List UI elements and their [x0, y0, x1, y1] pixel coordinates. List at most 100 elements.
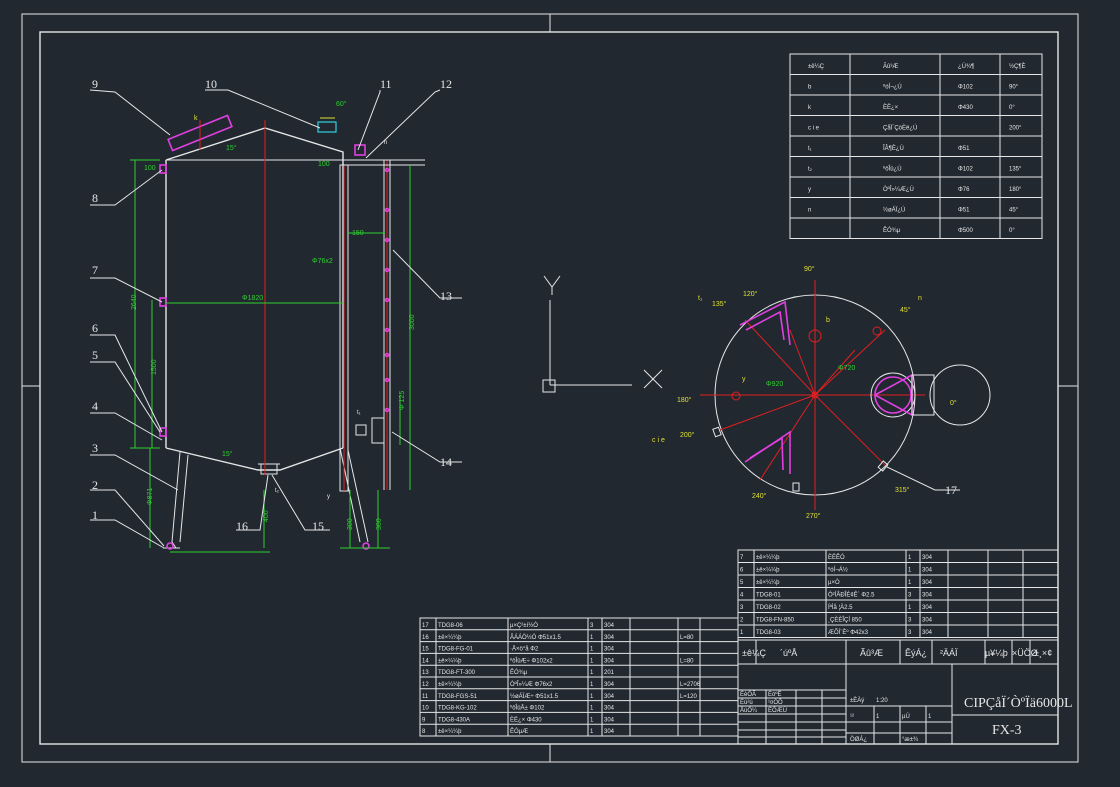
parts-left-cell-3-0: 14: [422, 658, 429, 664]
label-t1-elev: t₁: [357, 410, 361, 416]
title-col-header-1: ´úºÅ: [780, 648, 797, 658]
nozzle-cell-5-0: y: [808, 187, 811, 193]
parts-left-cell-7-0: 10: [422, 706, 429, 712]
nozzle-cell-7-3: 0°: [1009, 228, 1015, 234]
parts-left-cell-6-3: 1: [590, 694, 594, 700]
title-cell-12: ÖØÁ¿: [850, 736, 867, 743]
plan-angle-180: 180°: [677, 396, 692, 404]
balloon-8: 8: [92, 191, 98, 205]
nozzle-cell-6-0: n: [808, 208, 811, 214]
parts-left-cell-3-5: L=80: [680, 658, 694, 664]
nozzle-cell-0-1: ºóÍ¬¿Ú: [883, 84, 902, 91]
dim-150: 150: [352, 230, 364, 237]
parts-right-cell-1-0: 6: [740, 568, 744, 574]
parts-left-cell-2-4: 304: [604, 647, 615, 653]
parts-left-cell-6-4: 304: [604, 694, 615, 700]
parts-right-cell-2-1: ±ê×¼¼þ: [756, 580, 780, 586]
nozzle-cell-6-1: ½øÁÏ¿Ú: [883, 207, 905, 214]
balloon-14: 14: [440, 455, 452, 469]
dim-300: 300: [376, 518, 383, 530]
nozzle-header-1: Ãû³Æ: [883, 63, 898, 70]
plan-angle-240: 240°: [752, 492, 767, 500]
title-col-header-2: Ãû³Æ: [860, 648, 883, 658]
title-cell-9: 1: [876, 714, 880, 720]
title-cell-3: ¹¤ÒÕ: [768, 699, 783, 706]
title-col-header-7: ±¸×¢: [1034, 648, 1052, 658]
nozzle-cell-7-2: Φ500: [958, 228, 973, 234]
parts-right-cell-5-3: 3: [908, 618, 912, 624]
nozzle-cell-2-3: 200°: [1009, 126, 1022, 132]
balloon-6: 6: [92, 321, 98, 335]
balloon-5: 5: [92, 348, 98, 362]
title-cell-2: Éú²ú: [740, 699, 753, 706]
nozzle-cell-6-2: Φ51: [958, 208, 970, 214]
plan-angle-270: 270°: [806, 512, 821, 520]
parts-left-cell-1-1: ±ê×¼¼þ: [438, 635, 462, 641]
balloon-17: 17: [945, 483, 957, 497]
parts-left-cell-4-1: TDG8-FT-300: [438, 670, 476, 676]
label-n-elev: n: [384, 140, 387, 146]
nozzle-cell-4-0: t₂: [808, 167, 813, 173]
title-cell-13: °æ±¾: [902, 737, 919, 743]
title-col-header-3: ÊýÁ¿: [905, 648, 927, 658]
plan-label-y: y: [742, 376, 746, 383]
dim-top-100: 100: [144, 165, 156, 172]
nozzle-cell-3-1: ÎÂ¶È¿Ú: [882, 145, 904, 152]
parts-left-cell-7-1: TDG8-KG-102: [438, 706, 477, 712]
title-cell-0: ÉèÖÃ: [740, 691, 756, 698]
parts-left-cell-9-0: 8: [422, 729, 426, 735]
balloon-9: 9: [92, 77, 98, 91]
parts-left-cell-7-2: ºôÎüÃ± Φ102: [510, 705, 545, 712]
parts-left-cell-1-5: L=80: [680, 635, 694, 641]
drawing-name: CIPÇåÏ´ÒºÏä6000L: [964, 694, 1073, 711]
parts-right-cell-5-0: 2: [740, 618, 744, 624]
parts-right-cell-2-4: 304: [922, 580, 933, 586]
parts-left-cell-0-1: TDG8-06: [438, 623, 463, 629]
parts-left-cell-1-0: 16: [422, 635, 429, 641]
nozzle-cell-4-1: ºôÎü¿Ú: [883, 166, 902, 173]
nozzle-cell-1-3: 0°: [1009, 105, 1015, 111]
parts-right-cell-3-0: 4: [740, 593, 744, 599]
parts-left-cell-1-2: ÂÁÁÖ½Ó Φ51x1.5: [510, 634, 561, 641]
elevation-view: Φ1820 Φ76x2 100 100 15° 60° 15° 150 2640…: [130, 100, 425, 553]
parts-left-cell-4-0: 13: [422, 670, 429, 676]
nozzle-cell-0-0: b: [808, 85, 812, 91]
nozzle-cell-7-1: ÊÓ¾µ: [883, 226, 901, 234]
parts-right-cell-1-2: ºóÍ¬Á½: [828, 567, 848, 574]
parts-left-cell-9-2: ÊÓµÆ: [510, 727, 528, 735]
plan-dim-1: Φ920: [766, 381, 783, 388]
parts-right-cell-5-2: ¸ÇÈÈÎÇÍ 850: [828, 617, 862, 624]
plan-label-t1: t₁: [698, 295, 703, 302]
parts-left-cell-2-0: 15: [422, 647, 429, 653]
parts-left-cell-5-1: ±ê×¼¼þ: [438, 682, 462, 688]
nozzle-cell-1-0: k: [808, 105, 812, 111]
balloon-16: 16: [236, 519, 248, 533]
parts-left-cell-1-4: 304: [604, 635, 615, 641]
plan-angle-45: 45°: [900, 306, 911, 314]
nozzle-cell-5-3: 180°: [1009, 187, 1022, 193]
part-balloons: 1 2 3 4 5 6 7 8 9 10 11 12 13 14 15 16 1…: [92, 77, 957, 533]
title-col-header-6: ×ÜÖØ: [1012, 648, 1038, 658]
parts-right-cell-5-1: TDG8-FN-850: [756, 618, 795, 624]
parts-right-cell-3-3: 3: [908, 593, 912, 599]
parts-right-cell-3-1: TDG8-01: [756, 593, 781, 599]
parts-left-cell-3-2: ºôÎüÆ÷ Φ102x2: [510, 657, 553, 664]
parts-left-cell-5-0: 12: [422, 682, 429, 688]
balloon-2: 2: [92, 478, 98, 492]
nozzle-header-0: ±ê¼Ç: [808, 64, 825, 70]
parts-left-cell-3-1: ±ê×¼¼þ: [438, 658, 462, 664]
title-cell-1: ÉóºË: [768, 691, 782, 698]
parts-left-cell-8-0: 9: [422, 717, 426, 723]
parts-left-cell-0-0: 17: [422, 623, 429, 629]
nozzle-cell-2-0: c i e: [808, 126, 820, 132]
balloon-1: 1: [92, 508, 98, 522]
parts-left-cell-2-3: 1: [590, 647, 594, 653]
nozzle-cell-5-1: ÒºÎ»¼Æ¿Ú: [883, 186, 914, 193]
parts-right-cell-4-0: 3: [740, 605, 744, 611]
label-t2-elev: t₂: [275, 488, 280, 494]
balloon-7: 7: [92, 263, 98, 277]
parts-right-cell-5-4: 304: [922, 618, 933, 624]
